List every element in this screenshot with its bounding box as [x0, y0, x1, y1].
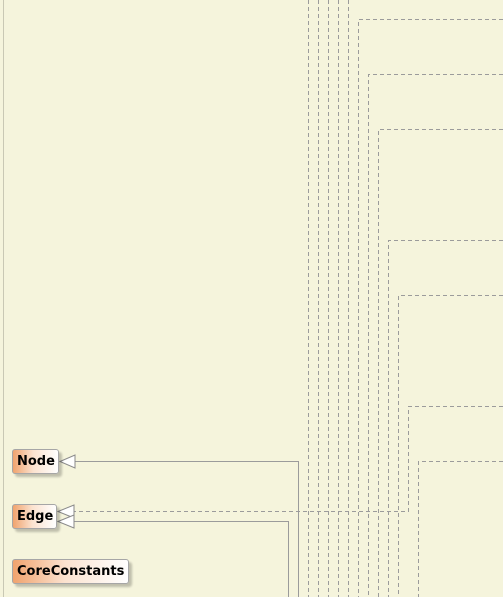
dashed-connector-elbow-5	[398, 295, 503, 597]
dashed-connector-elbow-2	[368, 74, 503, 597]
class-coreconstants-box[interactable]: CoreConstants	[12, 559, 129, 584]
dashed-connector-elbow-3	[378, 129, 503, 597]
generalization-arrowhead-edge	[56, 514, 75, 529]
dashed-connector-elbow-1	[358, 19, 503, 597]
solid-connector-edge	[74, 521, 289, 597]
class-edge-box[interactable]: Edge	[12, 504, 57, 529]
class-node-box[interactable]: Node	[12, 449, 59, 474]
dashed-connector-elbow-7	[418, 461, 503, 597]
dashed-connector-elbow-edge	[74, 406, 503, 512]
realization-arrowhead-edge	[56, 504, 75, 519]
solid-connector-node	[75, 461, 299, 597]
generalization-arrowhead-node	[58, 454, 76, 469]
dashed-connector-elbow-4	[388, 240, 503, 597]
